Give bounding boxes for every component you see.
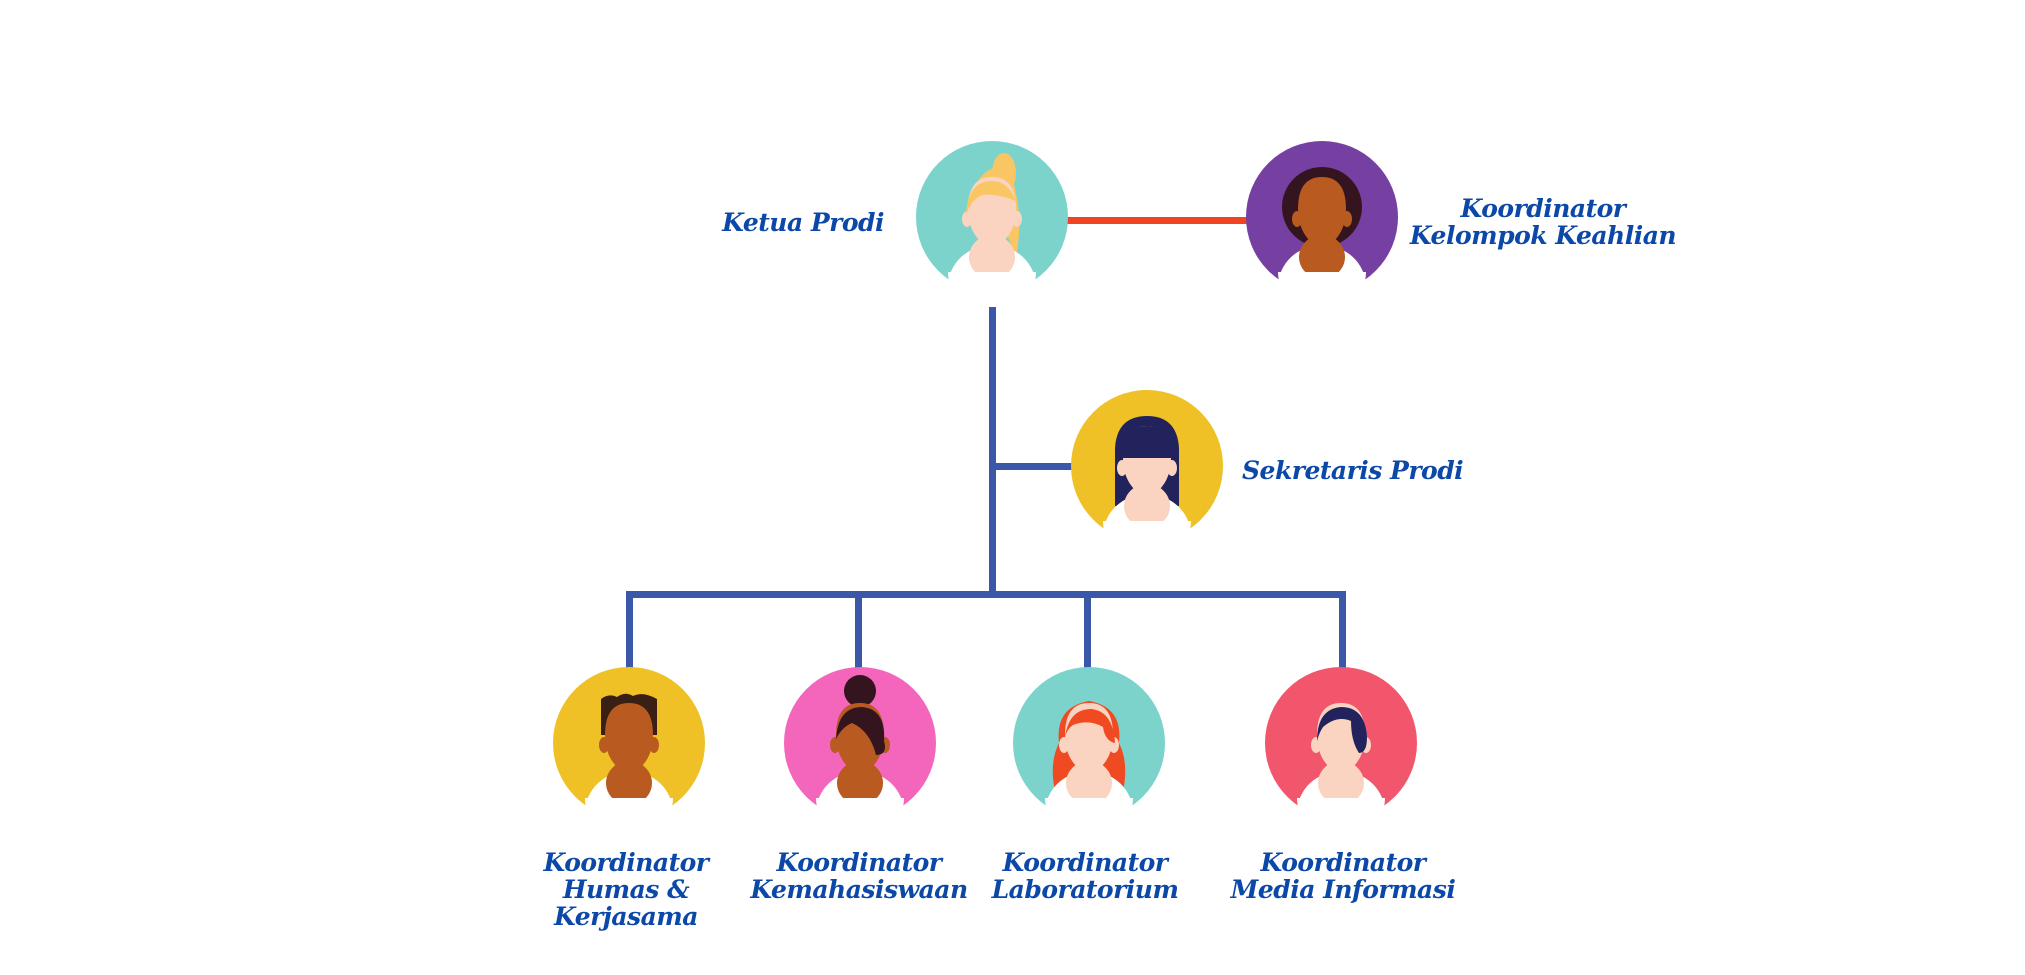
- label-line: Koordinator: [1002, 848, 1168, 877]
- label-laboratorium: Koordinator Laboratorium: [992, 849, 1179, 903]
- label-ketua: Ketua Prodi: [722, 209, 884, 236]
- connector-humas: [626, 591, 633, 671]
- label-line: Humas &: [562, 875, 690, 904]
- person-icon: [916, 141, 1068, 314]
- label-line: Kelompok Keahlian: [1409, 221, 1677, 250]
- label-line: Koordinator: [776, 848, 942, 877]
- connector-media: [1339, 591, 1346, 671]
- connector-kemahasiswaan: [855, 591, 862, 671]
- label-line: Laboratorium: [991, 875, 1179, 904]
- connector-bus: [626, 591, 1346, 598]
- person-icon: [1265, 667, 1417, 840]
- person-icon: [1071, 390, 1223, 563]
- label-line: Koordinator: [1460, 194, 1626, 223]
- label-line: Kerjasama: [554, 902, 698, 931]
- person-icon: [553, 667, 705, 840]
- avatar-kkk: [1242, 137, 1402, 314]
- person-icon: [1013, 667, 1165, 840]
- label-sekretaris: Sekretaris Prodi: [1242, 456, 1464, 485]
- label-line: Koordinator: [543, 848, 709, 877]
- connector-laboratorium: [1084, 591, 1091, 671]
- label-line: Media Informasi: [1230, 875, 1456, 904]
- connector-ketua-kkk: [1066, 217, 1250, 224]
- label-kemahasiswaan: Koordinator Kemahasiswaan: [750, 848, 968, 904]
- person-icon: [1246, 141, 1398, 314]
- avatar-kemahasiswaan: [780, 663, 940, 840]
- label-media: Koordinator Media Informasi: [1231, 849, 1456, 903]
- label-humas: Koordinator Humas & Kerjasama: [544, 849, 709, 930]
- avatar-humas: [549, 663, 709, 840]
- connector-ketua-down: [989, 298, 996, 598]
- label-line: Koordinator: [1260, 848, 1426, 877]
- label-kkk: Koordinator Kelompok Keahlian: [1409, 194, 1677, 250]
- label-line: Sekretaris Prodi: [1242, 456, 1464, 485]
- avatar-ketua: [912, 137, 1072, 314]
- label-line: Kemahasiswaan: [750, 875, 968, 904]
- avatar-media: [1261, 663, 1421, 840]
- label-line: Ketua Prodi: [722, 208, 884, 237]
- avatar-laboratorium: [1009, 663, 1169, 840]
- avatar-sekretaris: [1067, 386, 1227, 563]
- person-icon: [784, 667, 936, 840]
- connector-sekretaris: [989, 463, 1074, 470]
